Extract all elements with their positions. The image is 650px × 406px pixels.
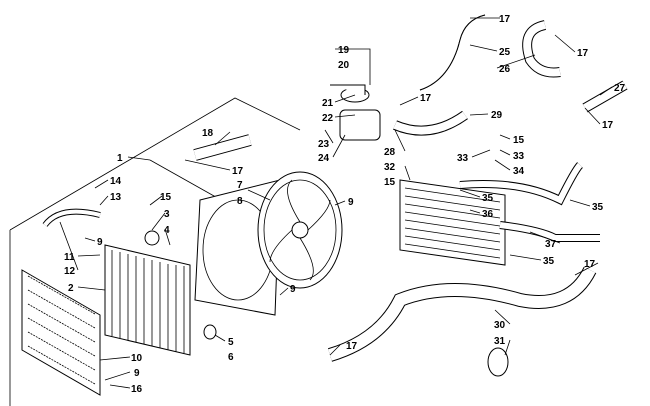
callout-35: 35 bbox=[543, 256, 555, 267]
callout-3: 3 bbox=[164, 209, 170, 220]
callout-1: 1 bbox=[117, 153, 123, 164]
callout-9: 9 bbox=[348, 197, 354, 208]
callout-28: 28 bbox=[384, 147, 396, 158]
callout-5: 5 bbox=[228, 337, 234, 348]
callout-37: 37 bbox=[545, 239, 557, 250]
callout-9: 9 bbox=[97, 237, 103, 248]
callout-13: 13 bbox=[110, 192, 122, 203]
callout-6: 6 bbox=[228, 352, 234, 363]
callout-31: 31 bbox=[494, 336, 506, 347]
radiator-screen bbox=[21, 269, 101, 396]
callout-8: 8 bbox=[237, 196, 243, 207]
callout-16: 16 bbox=[131, 384, 143, 395]
callout-4: 4 bbox=[164, 225, 170, 236]
callout-18: 18 bbox=[202, 128, 214, 139]
callout-35: 35 bbox=[482, 193, 494, 204]
cooling-fan bbox=[257, 171, 343, 289]
callout-20: 20 bbox=[338, 60, 350, 71]
callout-11: 11 bbox=[64, 252, 75, 263]
radiator bbox=[104, 230, 191, 356]
callout-35: 35 bbox=[592, 202, 604, 213]
callout-14: 14 bbox=[110, 176, 122, 187]
clamp-31 bbox=[487, 347, 509, 377]
callout-17: 17 bbox=[584, 259, 596, 270]
callout-29: 29 bbox=[491, 110, 503, 121]
callout-19: 19 bbox=[338, 45, 350, 56]
callout-21: 21 bbox=[322, 98, 334, 109]
radiator-cap bbox=[144, 230, 160, 246]
callout-17: 17 bbox=[346, 341, 358, 352]
grommet-5 bbox=[203, 324, 217, 340]
callout-17: 17 bbox=[232, 166, 244, 177]
callout-24: 24 bbox=[318, 153, 330, 164]
callout-32: 32 bbox=[384, 162, 396, 173]
callout-17: 17 bbox=[602, 120, 614, 131]
callout-34: 34 bbox=[513, 166, 525, 177]
callout-33: 33 bbox=[457, 153, 469, 164]
callout-17: 17 bbox=[577, 48, 589, 59]
callout-17: 17 bbox=[499, 14, 511, 25]
callout-15: 15 bbox=[160, 192, 172, 203]
callout-9: 9 bbox=[290, 284, 296, 295]
callout-33: 33 bbox=[513, 151, 525, 162]
callout-15: 15 bbox=[513, 135, 525, 146]
callout-30: 30 bbox=[494, 320, 506, 331]
callout-26: 26 bbox=[499, 64, 511, 75]
callout-10: 10 bbox=[131, 353, 143, 364]
callout-2: 2 bbox=[68, 283, 74, 294]
callout-23: 23 bbox=[318, 139, 330, 150]
oil-cooler bbox=[399, 179, 506, 266]
callout-9: 9 bbox=[134, 368, 140, 379]
thermostat-housing bbox=[330, 84, 381, 141]
callout-17: 17 bbox=[420, 93, 432, 104]
callout-12: 12 bbox=[64, 266, 76, 277]
callout-36: 36 bbox=[482, 209, 494, 220]
callout-7: 7 bbox=[237, 180, 243, 191]
callout-27: 27 bbox=[614, 83, 626, 94]
callout-25: 25 bbox=[499, 47, 511, 58]
callout-15: 15 bbox=[384, 177, 396, 188]
callout-22: 22 bbox=[322, 113, 334, 124]
